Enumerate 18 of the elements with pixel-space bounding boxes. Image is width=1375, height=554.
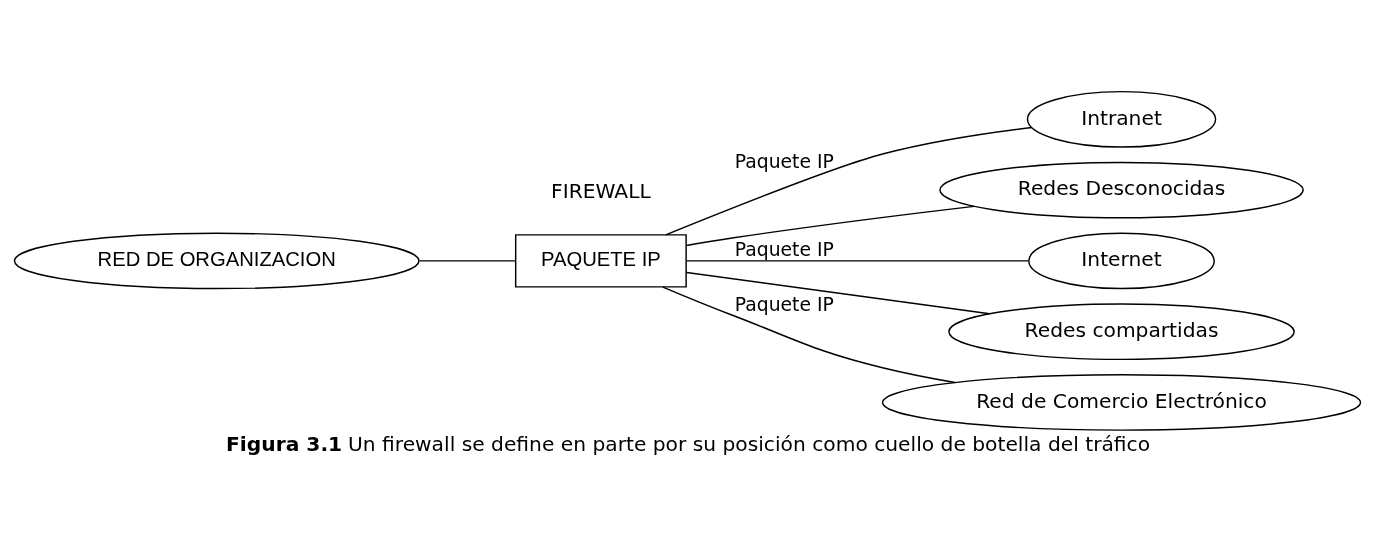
caption: Figura 3.1 Un firewall se define en parte por su posición como cuello de botella del tráfico — [226, 431, 1151, 456]
connector — [662, 285, 956, 383]
connector — [418, 259, 517, 262]
edge-label: Paquete IP — [734, 238, 834, 260]
node-ellipse: Redes compartidas — [948, 302, 1295, 360]
node-box: PAQUETE IP — [514, 233, 687, 288]
edge-label: Paquete IP — [734, 150, 834, 172]
edge-label: Paquete IP — [734, 293, 834, 315]
connector — [665, 126, 1033, 236]
node-ellipse: Intranet — [1026, 90, 1217, 148]
label: FIREWALL — [551, 178, 651, 203]
node-ellipse: Red de Comercio Electrónico — [881, 373, 1362, 431]
node-ellipse: Redes Desconocidas — [939, 161, 1304, 219]
node-ellipse: RED DE ORGANIZACION — [13, 231, 420, 289]
connector — [685, 271, 991, 315]
node-ellipse: Internet — [1028, 231, 1215, 289]
connector — [685, 205, 975, 246]
connector — [685, 259, 1030, 262]
